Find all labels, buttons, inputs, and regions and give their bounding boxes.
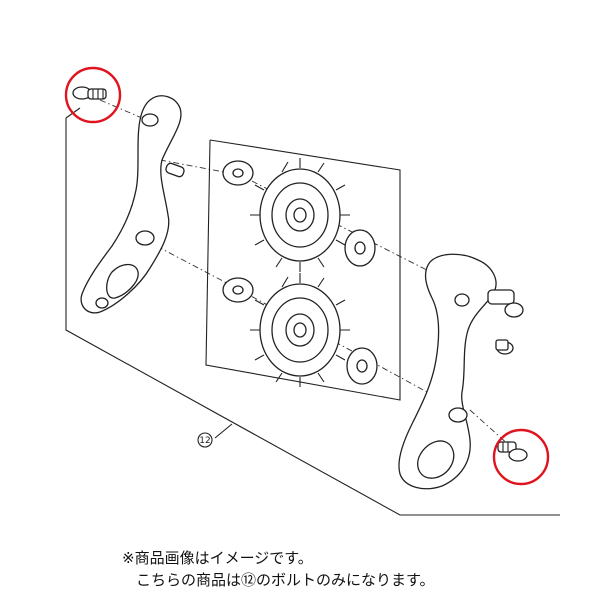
guide-pulley	[250, 158, 350, 272]
callout-12-label: 12	[199, 436, 210, 446]
image-note-caption: ※商品画像はイメージです。	[122, 549, 313, 567]
cage-bolt-top-left	[72, 86, 107, 100]
cage-bolt-bottom-right	[497, 441, 528, 462]
tension-pulley	[250, 273, 350, 387]
outer-cage-plate	[80, 95, 185, 314]
highlight-circle-top-left	[64, 66, 122, 124]
cage-stop-bolt	[495, 339, 514, 355]
pulley-washer-set	[222, 160, 378, 385]
exploded-parts-diagram: 12	[64, 66, 560, 516]
callout-12: 12	[197, 432, 213, 448]
inner-cage-plate	[398, 253, 524, 490]
pulley-set-frame	[205, 139, 401, 401]
highlight-circle-bottom-right	[492, 428, 550, 486]
product-scope-caption: こちらの商品は⑫のボルトのみになります。	[136, 571, 435, 589]
